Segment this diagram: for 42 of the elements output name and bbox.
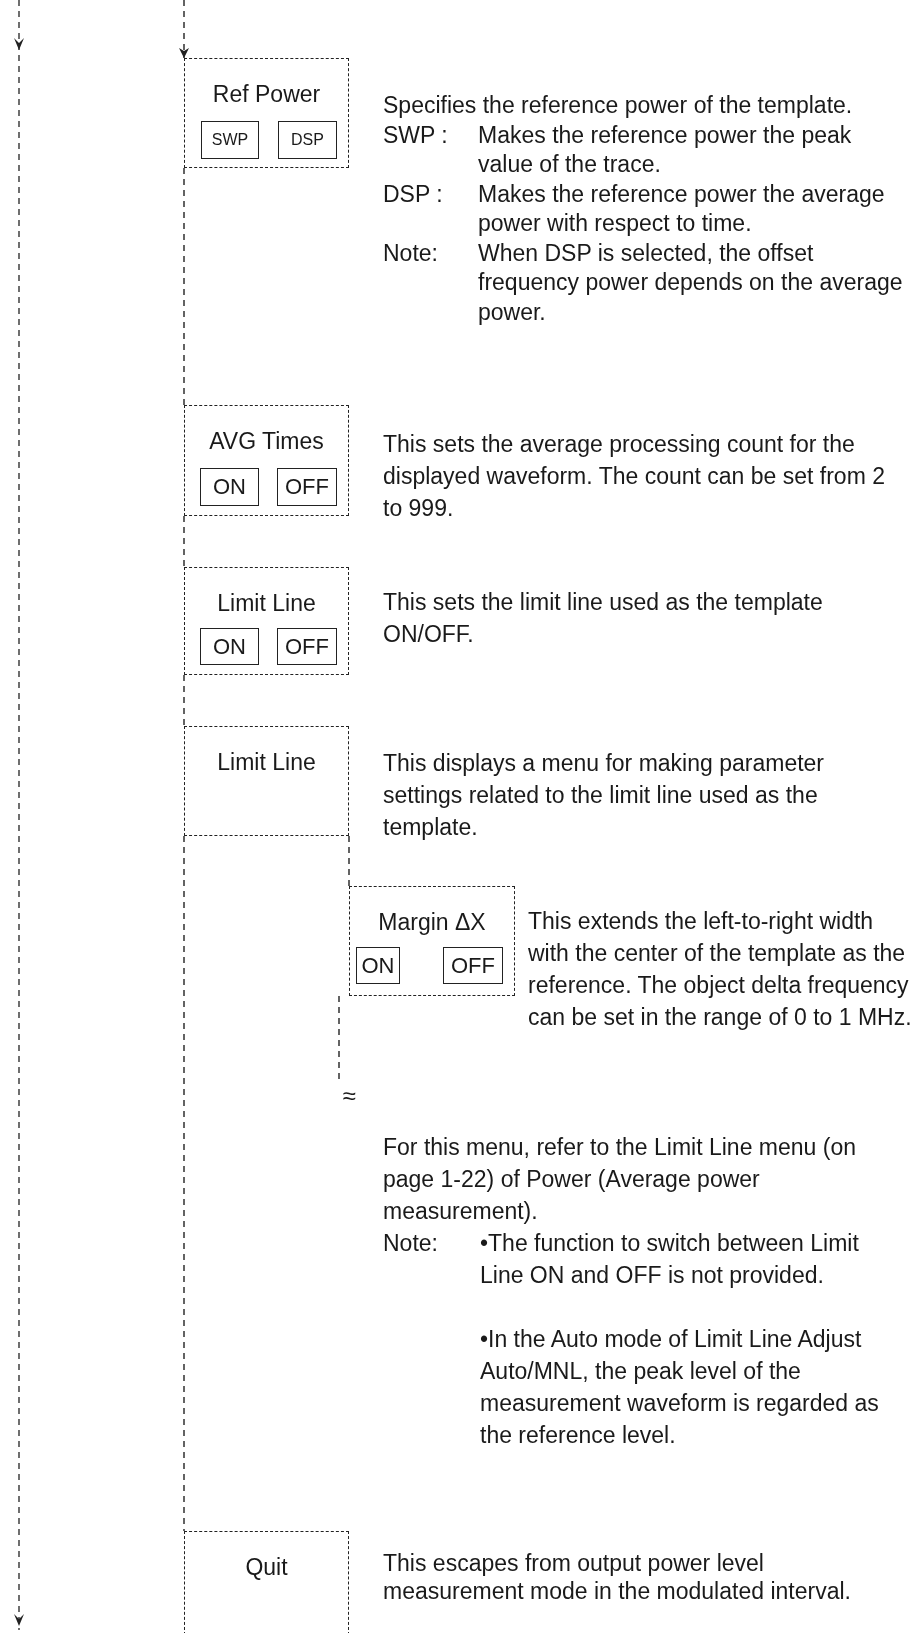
connector-line [183,167,185,406]
description-text: This sets the average processing count for the displayed waveform. The count can be set from 2 to 999. [383,430,886,523]
menu-key-box [349,886,515,996]
menu-key-label: Ref Power [211,80,322,109]
softkey: SWP [201,121,259,159]
term-label: DSP : [383,179,444,209]
menu-key-box [184,567,349,675]
softkey: ON [356,947,400,984]
note-text: •The function to switch between Limit Line ON and OFF is not provided. [480,1229,860,1290]
description-text: When DSP is selected, the offset frequency power depends on the average power. [478,238,904,327]
softkey: DSP [278,121,337,159]
note-text: For this menu, refer to the Limit Line menu (on page 1-22) of Power (Average power measurement). [383,1133,857,1226]
menu-key-label: Limit Line [216,589,317,618]
menu-key-label: AVG Times [208,427,325,456]
description-text: This displays a menu for making parameter settings related to the limit line used as the template. [383,749,826,842]
arrow [179,0,189,59]
menu-key-box [184,58,349,168]
softkey: ON [200,628,259,665]
note-text: •In the Auto mode of Limit Line Adjust Auto/MNL, the peak level of the measurement waveform is regarded as the reference level. [480,1325,880,1450]
menu-key-label: Limit Line [216,748,317,777]
term-label: Note: [383,1229,438,1258]
description-text: This extends the left-to-right width with the center of the template as the reference. The object delta frequency can be set in the range of 0 to 1 MHz. [528,907,913,1032]
connector-line [183,515,185,568]
break-mark: ≈ [339,1084,359,1106]
connector-line [183,674,185,727]
menu-key-box [184,405,349,516]
softkey: OFF [277,468,337,506]
description-text: Specifies the reference power of the template. [383,91,854,120]
softkey: OFF [277,628,337,665]
softkey: OFF [443,947,503,984]
connector-line [183,835,185,1532]
term-label: Note: [383,238,439,268]
menu-key-label: Margin ΔX [377,908,487,937]
term-label: SWP : [383,120,449,150]
menu-key-box [184,726,349,836]
description-text: Makes the reference power the peak value of the trace. [478,120,853,179]
description-text: This escapes from output power level measurement mode in the modulated interval. [383,1549,852,1605]
softkey: ON [200,468,259,506]
connector-line [348,835,350,887]
description-text: This sets the limit line used as the template ON/OFF. [383,588,824,649]
description-text: Makes the reference power the average power with respect to time. [478,179,886,238]
menu-key-label: Quit [244,1553,289,1582]
